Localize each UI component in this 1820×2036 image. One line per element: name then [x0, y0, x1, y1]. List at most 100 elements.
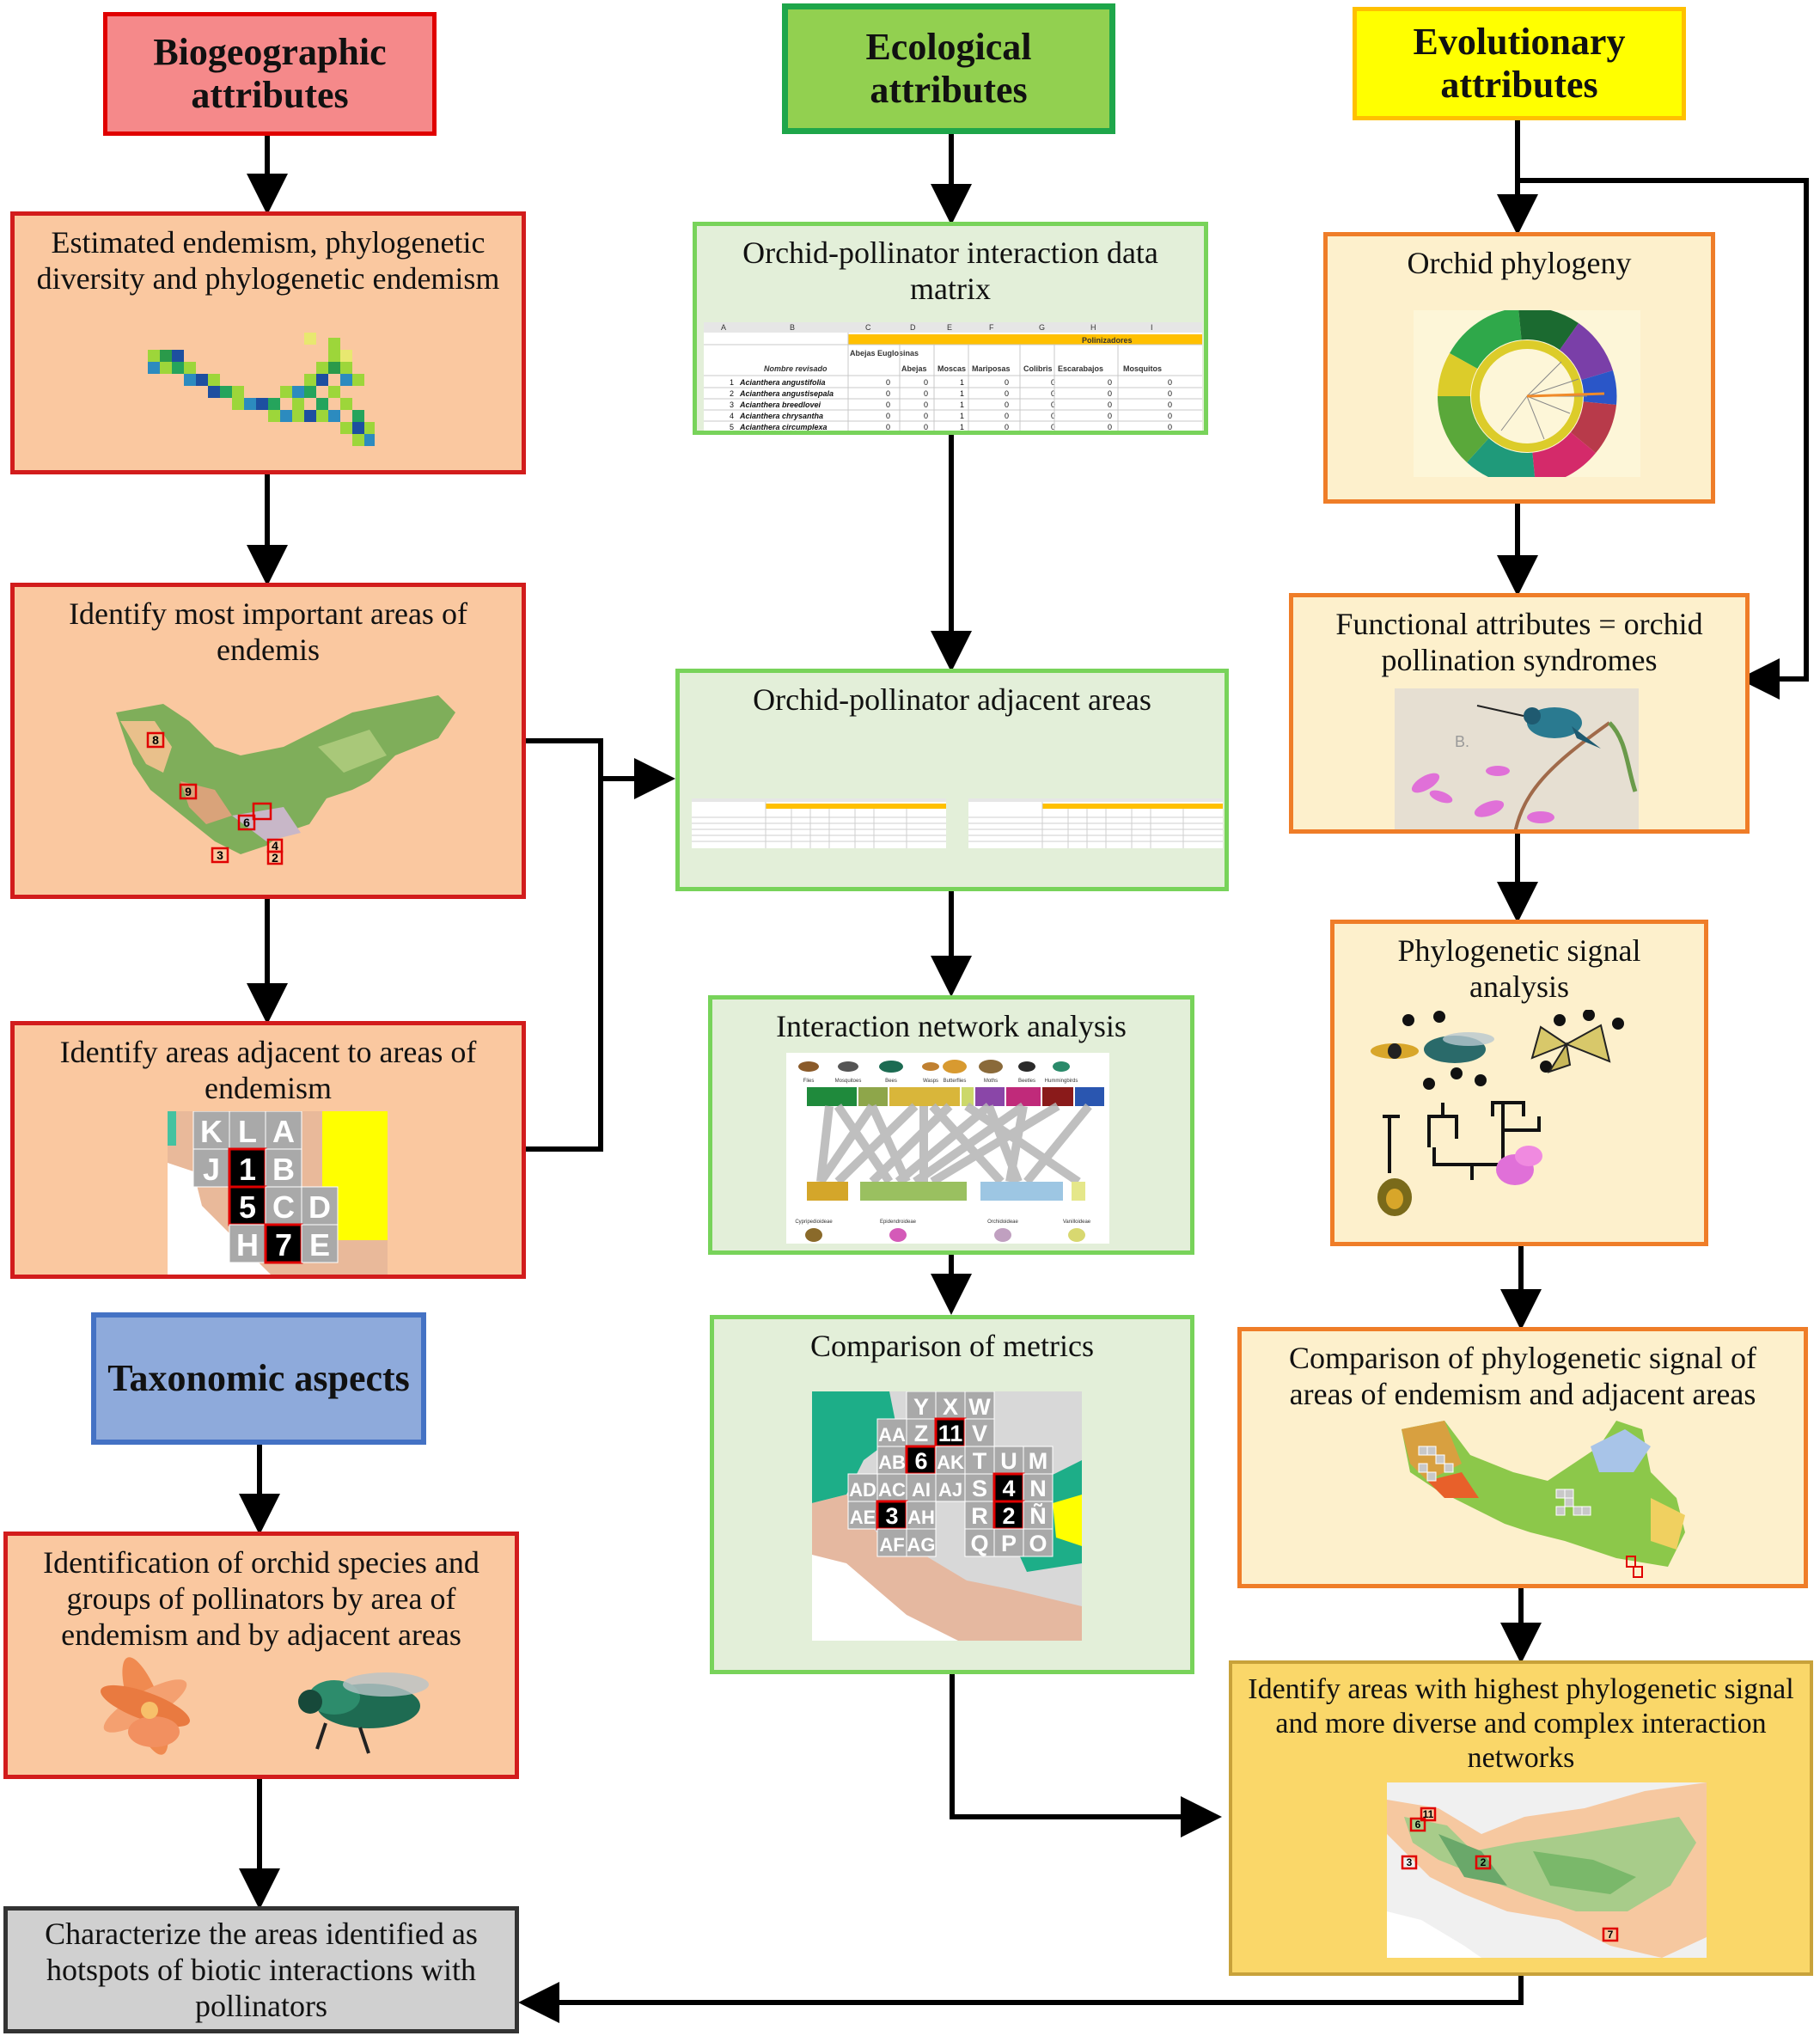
svg-text:T: T [973, 1448, 987, 1474]
node-highest-signal-areas-label: Identify areas with highest phylogenetic… [1248, 1673, 1794, 1774]
svg-text:B: B [790, 323, 795, 332]
svg-text:4: 4 [730, 412, 734, 420]
grid-cell-B: B [272, 1152, 295, 1187]
header-evolutionary-label: Evolutionary attributes [1413, 21, 1626, 106]
node-adjacent-areas-matrices: Orchid-pollinator adjacent areas [675, 669, 1229, 891]
hotspot-label-11: 11 [1423, 1808, 1434, 1820]
hotspot-map: 11 6 3 2 7 [1387, 1782, 1707, 1958]
spreadsheet-row-4: 4 Acianthera chrysantha 0 0 1 0 0 0 0 [730, 412, 1172, 420]
svg-text:3: 3 [885, 1503, 898, 1529]
node-phylogenetic-signal-label: Phylogenetic signal analysis [1397, 933, 1641, 1004]
pollination-syndrome-illustration: B. [1395, 688, 1639, 829]
header-biogeographic-label: Biogeographic attributes [153, 31, 387, 116]
node-interaction-matrix: Orchid-pollinator interaction data matri… [693, 222, 1208, 435]
arrow-evo-bypass [1518, 178, 1809, 700]
header-evolutionary: Evolutionary attributes [1353, 7, 1686, 120]
node-compare-phylo-signal-label: Comparison of phylogenetic signal of are… [1289, 1341, 1756, 1411]
metrics-comparison-grid-map: Y X W AA Z 11 V AB 6 AK T U M AD AC AI A… [812, 1391, 1082, 1641]
svg-text:N: N [1029, 1476, 1047, 1501]
svg-text:Acianthera angustifolia: Acianthera angustifolia [739, 378, 826, 387]
svg-text:Vanilloideae: Vanilloideae [1063, 1220, 1091, 1225]
svg-text:P: P [1001, 1531, 1017, 1556]
grid-cell-5: 5 [239, 1189, 256, 1225]
svg-text:Moths: Moths [984, 1079, 998, 1084]
svg-text:Orchidoideae: Orchidoideae [987, 1220, 1018, 1225]
svg-text:0: 0 [886, 412, 890, 420]
svg-text:1: 1 [960, 400, 964, 409]
grid-cell-E: E [309, 1227, 330, 1263]
header-biogeographic: Biogeographic attributes [103, 12, 437, 136]
svg-text:Escarabajos: Escarabajos [1058, 364, 1103, 373]
svg-text:1: 1 [960, 423, 964, 431]
svg-text:Y: Y [913, 1394, 929, 1420]
svg-text:0: 0 [1051, 423, 1055, 431]
grid-cell-7: 7 [275, 1227, 292, 1263]
svg-text:Abejas: Abejas [901, 364, 927, 373]
phylogeny-tree-image [1414, 310, 1640, 477]
node-network-analysis-label: Interaction network analysis [776, 1009, 1127, 1043]
butterfly-image [1530, 1024, 1611, 1073]
svg-text:0: 0 [1005, 412, 1009, 420]
spreadsheet-row-3: 3 Acianthera breedlovei 0 0 1 0 0 0 0 [730, 400, 1172, 409]
header-taxonomic-label: Taxonomic aspects [107, 1357, 410, 1399]
svg-text:0: 0 [1051, 378, 1055, 387]
header-ecological: Ecological attributes [782, 3, 1115, 134]
svg-text:S: S [972, 1476, 987, 1501]
svg-text:Epidendroideae: Epidendroideae [880, 1220, 917, 1225]
header-ecological-label: Ecological attributes [865, 26, 1032, 111]
svg-text:I: I [1151, 323, 1153, 332]
map-label-2: 2 [272, 851, 278, 865]
node-highest-signal-areas: Identify areas with highest phylogenetic… [1229, 1660, 1813, 1976]
phylogenetic-signal-illustration [1371, 1010, 1624, 1216]
svg-text:0: 0 [924, 423, 928, 431]
svg-text:5: 5 [730, 423, 734, 431]
svg-text:C: C [865, 323, 871, 332]
svg-text:Flies: Flies [803, 1079, 815, 1084]
node-species-identification-label: Identification of orchid species and gro… [43, 1545, 479, 1652]
svg-text:0: 0 [1051, 389, 1055, 398]
svg-text:4: 4 [1002, 1476, 1015, 1501]
svg-text:0: 0 [1005, 389, 1009, 398]
svg-text:0: 0 [1108, 389, 1112, 398]
svg-text:Mosquitos: Mosquitos [1123, 364, 1162, 373]
adjacent-matrix-thumbnail-2 [968, 798, 1223, 848]
svg-text:0: 0 [1168, 412, 1172, 420]
svg-text:Nombre revisado: Nombre revisado [764, 364, 828, 373]
svg-text:Ñ: Ñ [1029, 1502, 1047, 1529]
map-marker-8 [146, 731, 165, 749]
svg-text:Acianthera chrysantha: Acianthera chrysantha [739, 412, 823, 420]
interaction-network-diagram: Flies Mosquitoes Bees Wasps Butterflies … [786, 1053, 1109, 1244]
svg-text:Mosquitoes: Mosquitoes [835, 1079, 862, 1084]
grid-cell-K: K [200, 1114, 223, 1149]
grid-cell-D: D [308, 1189, 331, 1225]
wasp-and-bee-image [1371, 1032, 1494, 1063]
svg-text:Butterflies: Butterflies [944, 1079, 967, 1084]
map-label-4: 4 [272, 839, 278, 853]
orchid-photo [101, 1657, 190, 1755]
svg-text:V: V [972, 1421, 987, 1446]
node-characterize-hotspots: Characterize the areas identified as hot… [3, 1906, 519, 2033]
svg-text:X: X [943, 1394, 958, 1420]
svg-text:0: 0 [1168, 400, 1172, 409]
node-network-analysis: Interaction network analysis Flies Mosqu… [708, 995, 1194, 1255]
svg-text:0: 0 [886, 423, 890, 431]
svg-text:0: 0 [924, 389, 928, 398]
svg-text:F: F [989, 323, 994, 332]
svg-text:AB: AB [878, 1452, 906, 1473]
grid-cell-C: C [272, 1189, 295, 1225]
node-orchid-phylogeny-label: Orchid phylogeny [1407, 246, 1632, 280]
svg-text:0: 0 [1168, 378, 1172, 387]
svg-text:Abejas Euglosinas: Abejas Euglosinas [850, 349, 919, 358]
arrow-to-highest-signal [950, 1674, 1222, 1837]
map-label-6: 6 [243, 816, 250, 829]
bee-photo [298, 1672, 429, 1754]
svg-text:6: 6 [914, 1448, 927, 1474]
map-label-8: 8 [152, 733, 159, 747]
svg-text:1: 1 [960, 412, 964, 420]
node-estimated-endemism: Estimated endemism, phylogenetic diversi… [10, 211, 526, 474]
syndrome-label: B. [1455, 733, 1469, 750]
svg-text:0: 0 [1005, 423, 1009, 431]
header-taxonomic: Taxonomic aspects [91, 1312, 426, 1445]
node-adjacent-areas-matrices-label: Orchid-pollinator adjacent areas [753, 682, 1151, 717]
svg-text:0: 0 [1108, 378, 1112, 387]
